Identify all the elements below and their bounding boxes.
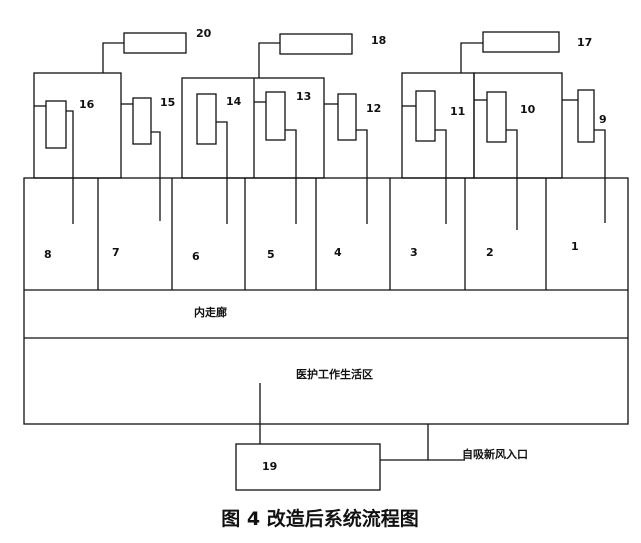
unit-13-label: 13 <box>296 90 311 103</box>
room-label: 3 <box>410 246 418 259</box>
work-area-label: 医护工作生活区 <box>296 367 373 381</box>
unit-16-box <box>45 100 67 149</box>
ward-block-outline <box>23 177 629 425</box>
connector-line <box>460 42 483 73</box>
unit-19-label: 19 <box>262 460 277 473</box>
room-label: 5 <box>267 248 275 261</box>
unit-14-box <box>196 93 217 145</box>
room-label: 1 <box>571 240 579 253</box>
unit-9-label: 9 <box>599 113 607 126</box>
duct-line <box>435 129 447 224</box>
connector-line <box>102 42 124 73</box>
room-label: 8 <box>44 248 52 261</box>
duct-line <box>151 131 161 221</box>
unit-12-box <box>337 93 357 141</box>
duct-line <box>356 129 368 224</box>
room-label: 6 <box>192 250 200 263</box>
unit-18-box <box>279 33 353 55</box>
unit-11-label: 11 <box>450 105 465 118</box>
room-label: 4 <box>334 246 342 259</box>
unit-17-label: 17 <box>577 36 592 49</box>
unit-16-label: 16 <box>79 98 95 111</box>
unit-17-box <box>482 31 560 53</box>
unit-13-box <box>265 91 286 141</box>
duct-line <box>216 121 228 224</box>
unit-group-enclosure <box>473 72 563 179</box>
duct-line <box>66 110 74 224</box>
unit-20-label: 20 <box>196 27 212 40</box>
unit-20-box <box>123 32 187 54</box>
unit-18-label: 18 <box>371 34 386 47</box>
fresh-air-inlet-label: 自吸新风入口 <box>462 447 528 461</box>
connector-line <box>258 42 280 78</box>
unit-19-box <box>235 443 381 491</box>
duct-line <box>594 129 606 223</box>
unit-group-enclosure <box>33 72 122 179</box>
room-label: 2 <box>486 246 494 259</box>
duct-line <box>285 129 297 224</box>
unit-9-box <box>577 89 595 143</box>
unit-14-label: 14 <box>226 95 242 108</box>
fresh-air-line <box>380 424 429 461</box>
unit-15-box <box>132 97 152 145</box>
unit-10-label: 10 <box>520 103 536 116</box>
unit-group-enclosure <box>181 77 325 179</box>
figure-caption: 图 4 改造后系统流程图 <box>221 507 418 530</box>
corridor-label: 内走廊 <box>194 305 227 319</box>
unit-11-box <box>415 90 436 142</box>
unit-12-label: 12 <box>366 102 381 115</box>
unit-15-label: 15 <box>160 96 175 109</box>
unit-group-enclosure <box>401 72 475 179</box>
room-label: 7 <box>112 246 120 259</box>
duct-line <box>506 129 518 230</box>
unit-10-box <box>486 91 507 143</box>
